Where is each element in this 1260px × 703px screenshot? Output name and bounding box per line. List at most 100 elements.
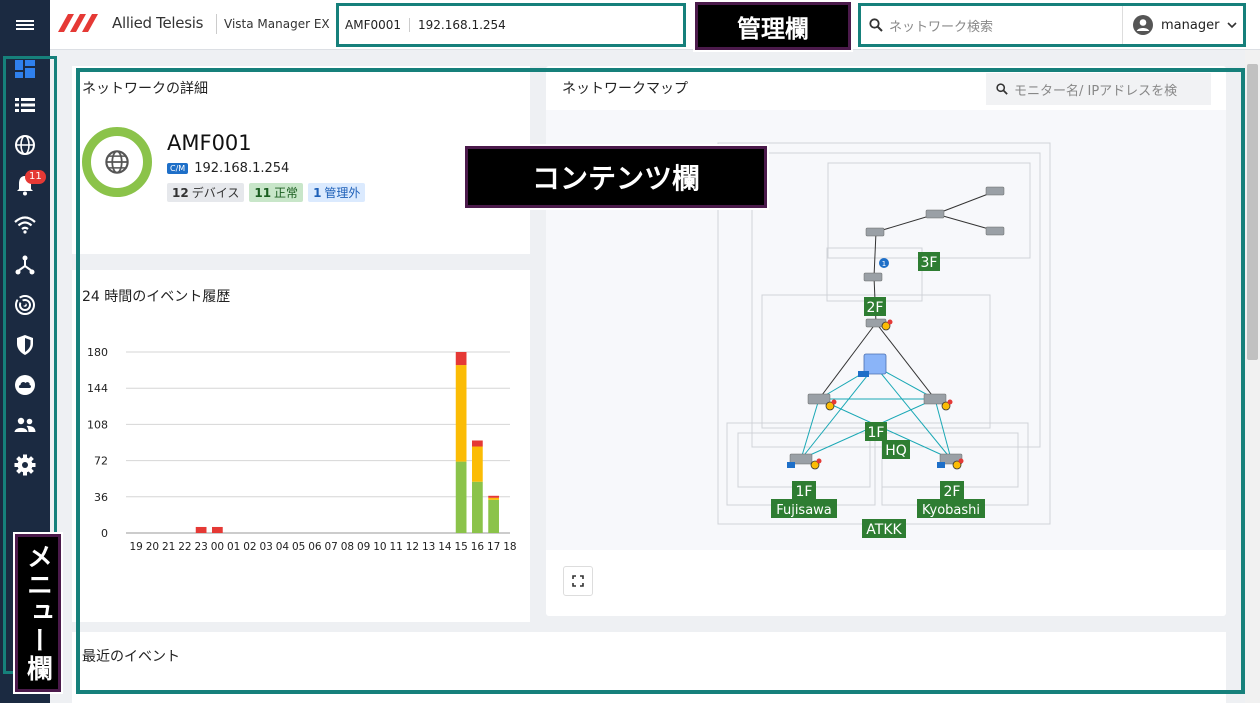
chart-x-tick-label: 16 <box>471 541 485 553</box>
chevron-down-icon <box>1227 22 1238 29</box>
nav-alerts[interactable]: 11 <box>0 168 50 202</box>
nav-topology[interactable] <box>0 248 50 282</box>
chart-x-tick-label: 15 <box>454 541 467 553</box>
network-details-title: ネットワークの詳細 <box>82 81 208 97</box>
chart-bar-segment <box>455 461 467 533</box>
fullscreen-button[interactable] <box>563 566 593 596</box>
nav-network[interactable] <box>0 128 50 162</box>
nav-security[interactable] <box>0 328 50 362</box>
chart-y-tick-label: 108 <box>87 418 108 431</box>
nav-monitor[interactable] <box>0 288 50 322</box>
users-icon <box>14 417 36 432</box>
controller-device-icon <box>858 353 887 377</box>
nav-users[interactable] <box>0 408 50 442</box>
chart-x-tick-label: 05 <box>292 541 305 553</box>
chart-x-tick-label: 14 <box>438 541 452 553</box>
chart-x-tick-label: 17 <box>487 541 500 553</box>
dashboard-icon <box>15 60 35 78</box>
brand-logo: Allied Telesis <box>58 14 203 32</box>
chart-x-tick-label: 18 <box>503 541 516 553</box>
shield-icon <box>17 335 33 355</box>
map-label-hq: HQ <box>885 443 907 459</box>
network-name: AMF001 <box>167 131 252 155</box>
switch-device-icon <box>789 186 1005 465</box>
chart-x-tick-label: 04 <box>276 541 290 553</box>
map-label-fujisawa-1f: 1F <box>796 484 813 500</box>
network-search-placeholder: ネットワーク検索 <box>889 19 994 35</box>
nav-dashboard[interactable] <box>0 52 50 86</box>
chart-x-tick-label: 20 <box>146 541 159 553</box>
chart-x-tick-label: 07 <box>324 541 337 553</box>
chart-y-tick-label: 180 <box>87 346 108 359</box>
wifi-icon <box>14 216 36 234</box>
chart-bar-segment <box>195 526 207 533</box>
top-bar: Allied Telesis Vista Manager EX AMF0001 … <box>0 0 1260 50</box>
divider <box>216 14 217 34</box>
map-search-placeholder: モニター名/ IPアドレスを検 <box>1014 83 1178 99</box>
map-link <box>875 322 936 400</box>
chart-x-tick-label: 08 <box>341 541 354 553</box>
chart-x-tick-label: 12 <box>406 541 419 553</box>
topology-icon <box>15 255 35 275</box>
chart-x-tick-label: 06 <box>308 541 322 553</box>
chart-bar-segment <box>455 365 467 462</box>
chart-y-tick-label: 72 <box>94 455 108 468</box>
list-icon <box>15 98 35 112</box>
annotation-management-area: 管理欄 <box>693 0 853 52</box>
expand-icon <box>572 575 584 587</box>
globe-icon <box>15 135 35 155</box>
map-label-fujisawa: Fujisawa <box>776 503 832 518</box>
brand-name: Allied Telesis <box>112 14 204 32</box>
nav-wireless[interactable] <box>0 208 50 242</box>
user-avatar-icon <box>1133 15 1153 35</box>
map-link <box>873 231 877 278</box>
annotation-menu-area: メニュー欄 <box>13 532 63 694</box>
chart-y-tick-label: 0 <box>101 527 108 540</box>
search-icon <box>869 18 883 32</box>
error-dot-icon <box>816 319 964 464</box>
chart-bar-segment <box>488 499 499 533</box>
group-box-hq <box>751 152 1041 448</box>
chart-bar-segment <box>488 497 499 500</box>
network-status-donut <box>82 127 152 197</box>
chart-x-tick-label: 21 <box>162 541 175 553</box>
map-link <box>800 398 820 460</box>
nav-settings[interactable] <box>0 448 50 482</box>
svg-text:1: 1 <box>882 260 886 268</box>
network-ip-row: C/M 192.168.1.254 <box>167 161 289 176</box>
device-ip: 192.168.1.254 <box>418 18 506 32</box>
event-history-title: 24 時間のイベント履歴 <box>82 289 231 305</box>
map-label-1f: 1F <box>868 425 885 441</box>
device-selector[interactable]: AMF0001 192.168.1.254 <box>336 3 686 47</box>
user-menu[interactable]: manager <box>1123 15 1243 35</box>
chart-bar-segment <box>472 446 483 482</box>
chart-x-tick-label: 02 <box>243 541 256 553</box>
nav-cloud[interactable] <box>0 368 50 402</box>
map-link <box>818 322 877 400</box>
cm-badge: C/M <box>167 163 189 174</box>
annotation-content-area: コンテンツ欄 <box>463 144 769 210</box>
hamburger-menu-button[interactable] <box>0 0 50 50</box>
network-ip: 192.168.1.254 <box>194 161 290 176</box>
chart-bar-segment <box>472 440 483 447</box>
device-name: AMF0001 <box>339 18 411 32</box>
globe-icon <box>105 150 129 174</box>
recent-events-card: 最近のイベント <box>72 632 1226 703</box>
scrollbar-thumb[interactable] <box>1247 64 1258 360</box>
info-badge-icon: 1 <box>879 258 889 268</box>
chart-x-tick-label: 00 <box>211 541 224 553</box>
radar-icon <box>15 295 35 315</box>
map-search-input[interactable]: モニター名/ IPアドレスを検 <box>986 73 1211 105</box>
nav-list[interactable] <box>0 88 50 122</box>
chart-x-tick-label: 10 <box>373 541 386 553</box>
chart-x-tick-label: 22 <box>178 541 191 553</box>
chart-y-tick-label: 144 <box>87 382 108 395</box>
network-search-input[interactable]: ネットワーク検索 <box>861 6 1123 44</box>
chart-x-tick-label: 09 <box>357 541 370 553</box>
